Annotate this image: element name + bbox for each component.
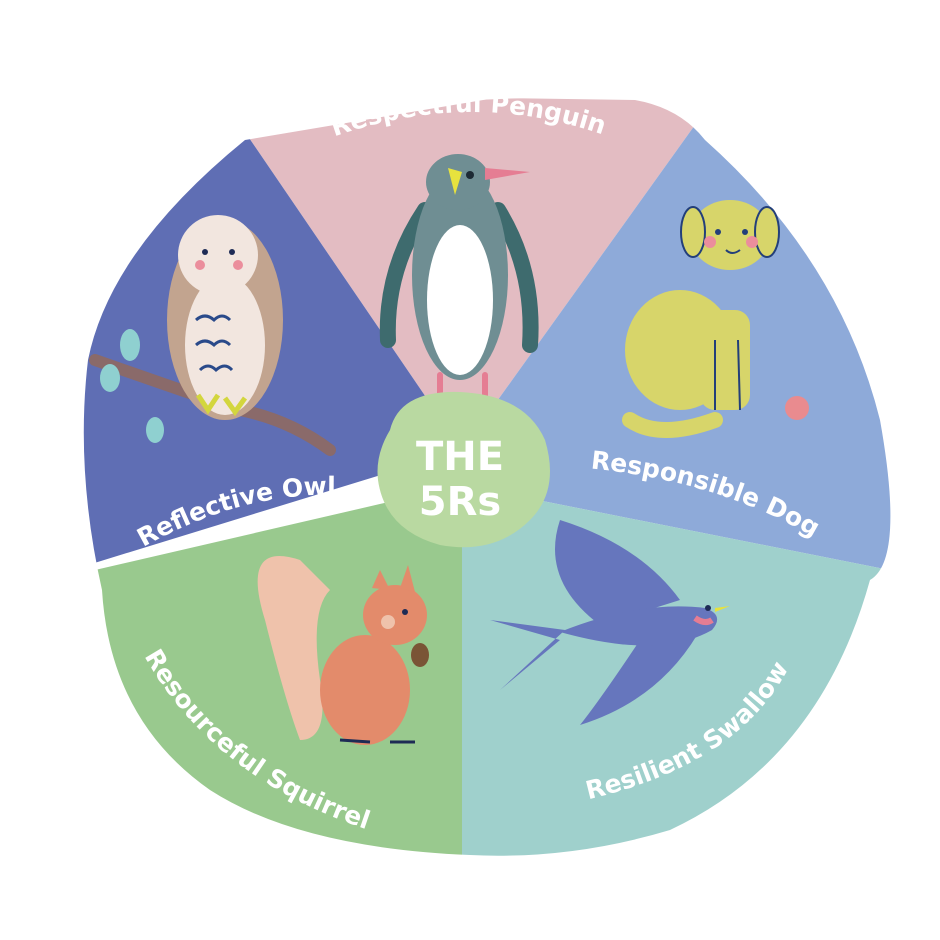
swallow-icon <box>490 520 730 725</box>
penguin-icon <box>379 154 539 415</box>
squirrel-icon <box>257 556 429 745</box>
center-hub <box>377 391 550 548</box>
dog-icon <box>622 200 809 438</box>
center-title-line2: 5Rs <box>419 479 501 525</box>
owl-icon <box>89 215 336 456</box>
center-title-line1: THE <box>416 434 504 480</box>
